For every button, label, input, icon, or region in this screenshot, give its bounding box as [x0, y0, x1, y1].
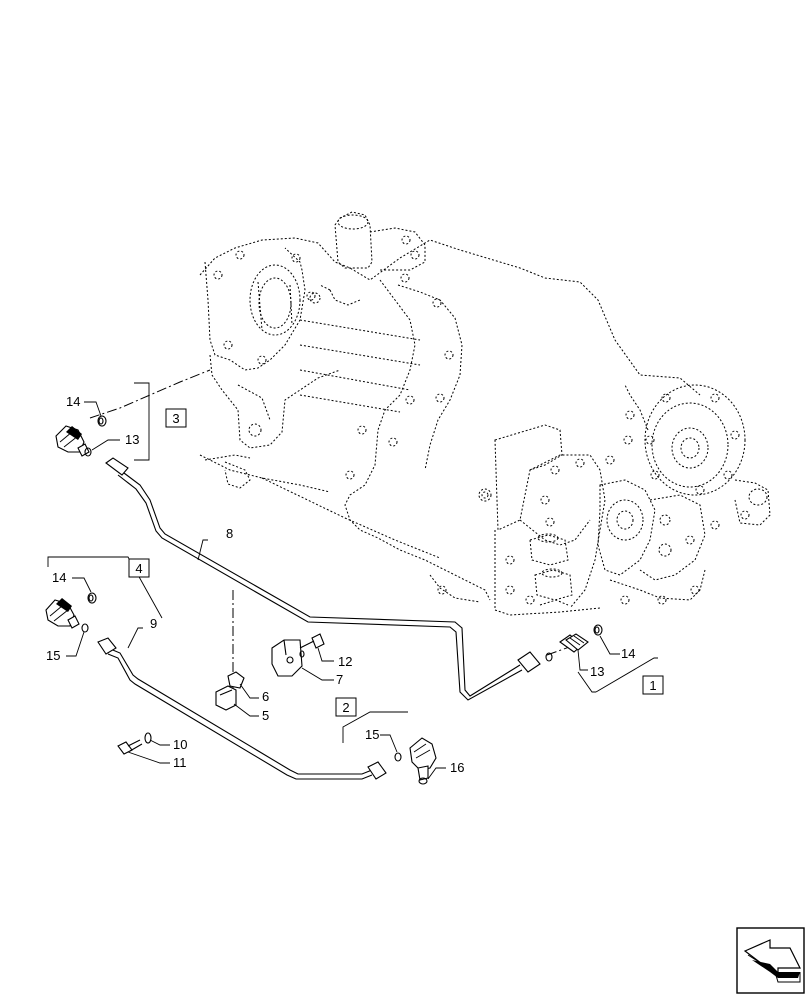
group-bracket-1: [577, 657, 658, 693]
cap-16: [418, 777, 428, 785]
next-page-arrow-icon[interactable]: [736, 927, 805, 994]
group-box-4-label: 4: [135, 561, 142, 576]
callout-6: 6: [262, 689, 269, 704]
straight-fitting-13: [545, 633, 589, 662]
o-ring-13-upper: [84, 447, 92, 457]
callout-14-upper: 14: [66, 394, 80, 409]
group-box-4[interactable]: 4: [128, 558, 150, 578]
group-box-1-label: 1: [649, 678, 656, 693]
callout-11: 11: [173, 755, 187, 770]
tube-9-nut-upper: [97, 637, 117, 655]
callout-13-right: 13: [590, 664, 604, 679]
cap-14-upper: [97, 415, 107, 427]
tube-9: [107, 647, 373, 780]
leader-lines: [66, 401, 620, 780]
group-box-2-label: 2: [342, 700, 349, 715]
callout-16: 16: [450, 760, 464, 775]
washer-10: [144, 732, 152, 744]
tube-8: [117, 469, 523, 701]
bolt-12: [299, 633, 325, 658]
elbow-fitting-upper: [55, 425, 90, 457]
callout-12: 12: [338, 654, 352, 669]
callout-10: 10: [173, 737, 187, 752]
centerline-upper: [89, 369, 211, 419]
cap-14-right: [593, 624, 603, 636]
callout-8: 8: [226, 526, 233, 541]
callout-7: 7: [336, 672, 343, 687]
callout-15-middle: 15: [46, 648, 60, 663]
callout-14-middle: 14: [52, 570, 66, 585]
tube-9-nut-lower: [367, 761, 387, 780]
elbow-fitting-lower: [394, 737, 437, 781]
callout-13-upper: 13: [125, 432, 139, 447]
group-bracket-3: [134, 382, 150, 461]
group-bracket-4: [47, 556, 163, 619]
cap-14-middle: [87, 592, 97, 604]
bracket-7: [271, 639, 303, 677]
group-box-2[interactable]: 2: [335, 697, 357, 717]
callout-14-right: 14: [621, 646, 635, 661]
callout-15-lower: 15: [365, 727, 379, 742]
group-box-3-label: 3: [172, 411, 179, 426]
tube-8-nut-lower: [517, 651, 541, 673]
tube-8-nut-upper: [105, 457, 129, 476]
clamp-5: [215, 685, 237, 711]
transmission-housing: [199, 211, 771, 616]
group-bracket-2: [342, 711, 408, 743]
bolt-11: [117, 739, 143, 755]
group-box-1[interactable]: 1: [642, 675, 664, 695]
elbow-fitting-middle: [45, 598, 80, 629]
group-box-3[interactable]: 3: [165, 408, 187, 428]
callout-5: 5: [262, 708, 269, 723]
o-ring-15-middle: [81, 623, 89, 633]
callout-9: 9: [150, 616, 157, 631]
